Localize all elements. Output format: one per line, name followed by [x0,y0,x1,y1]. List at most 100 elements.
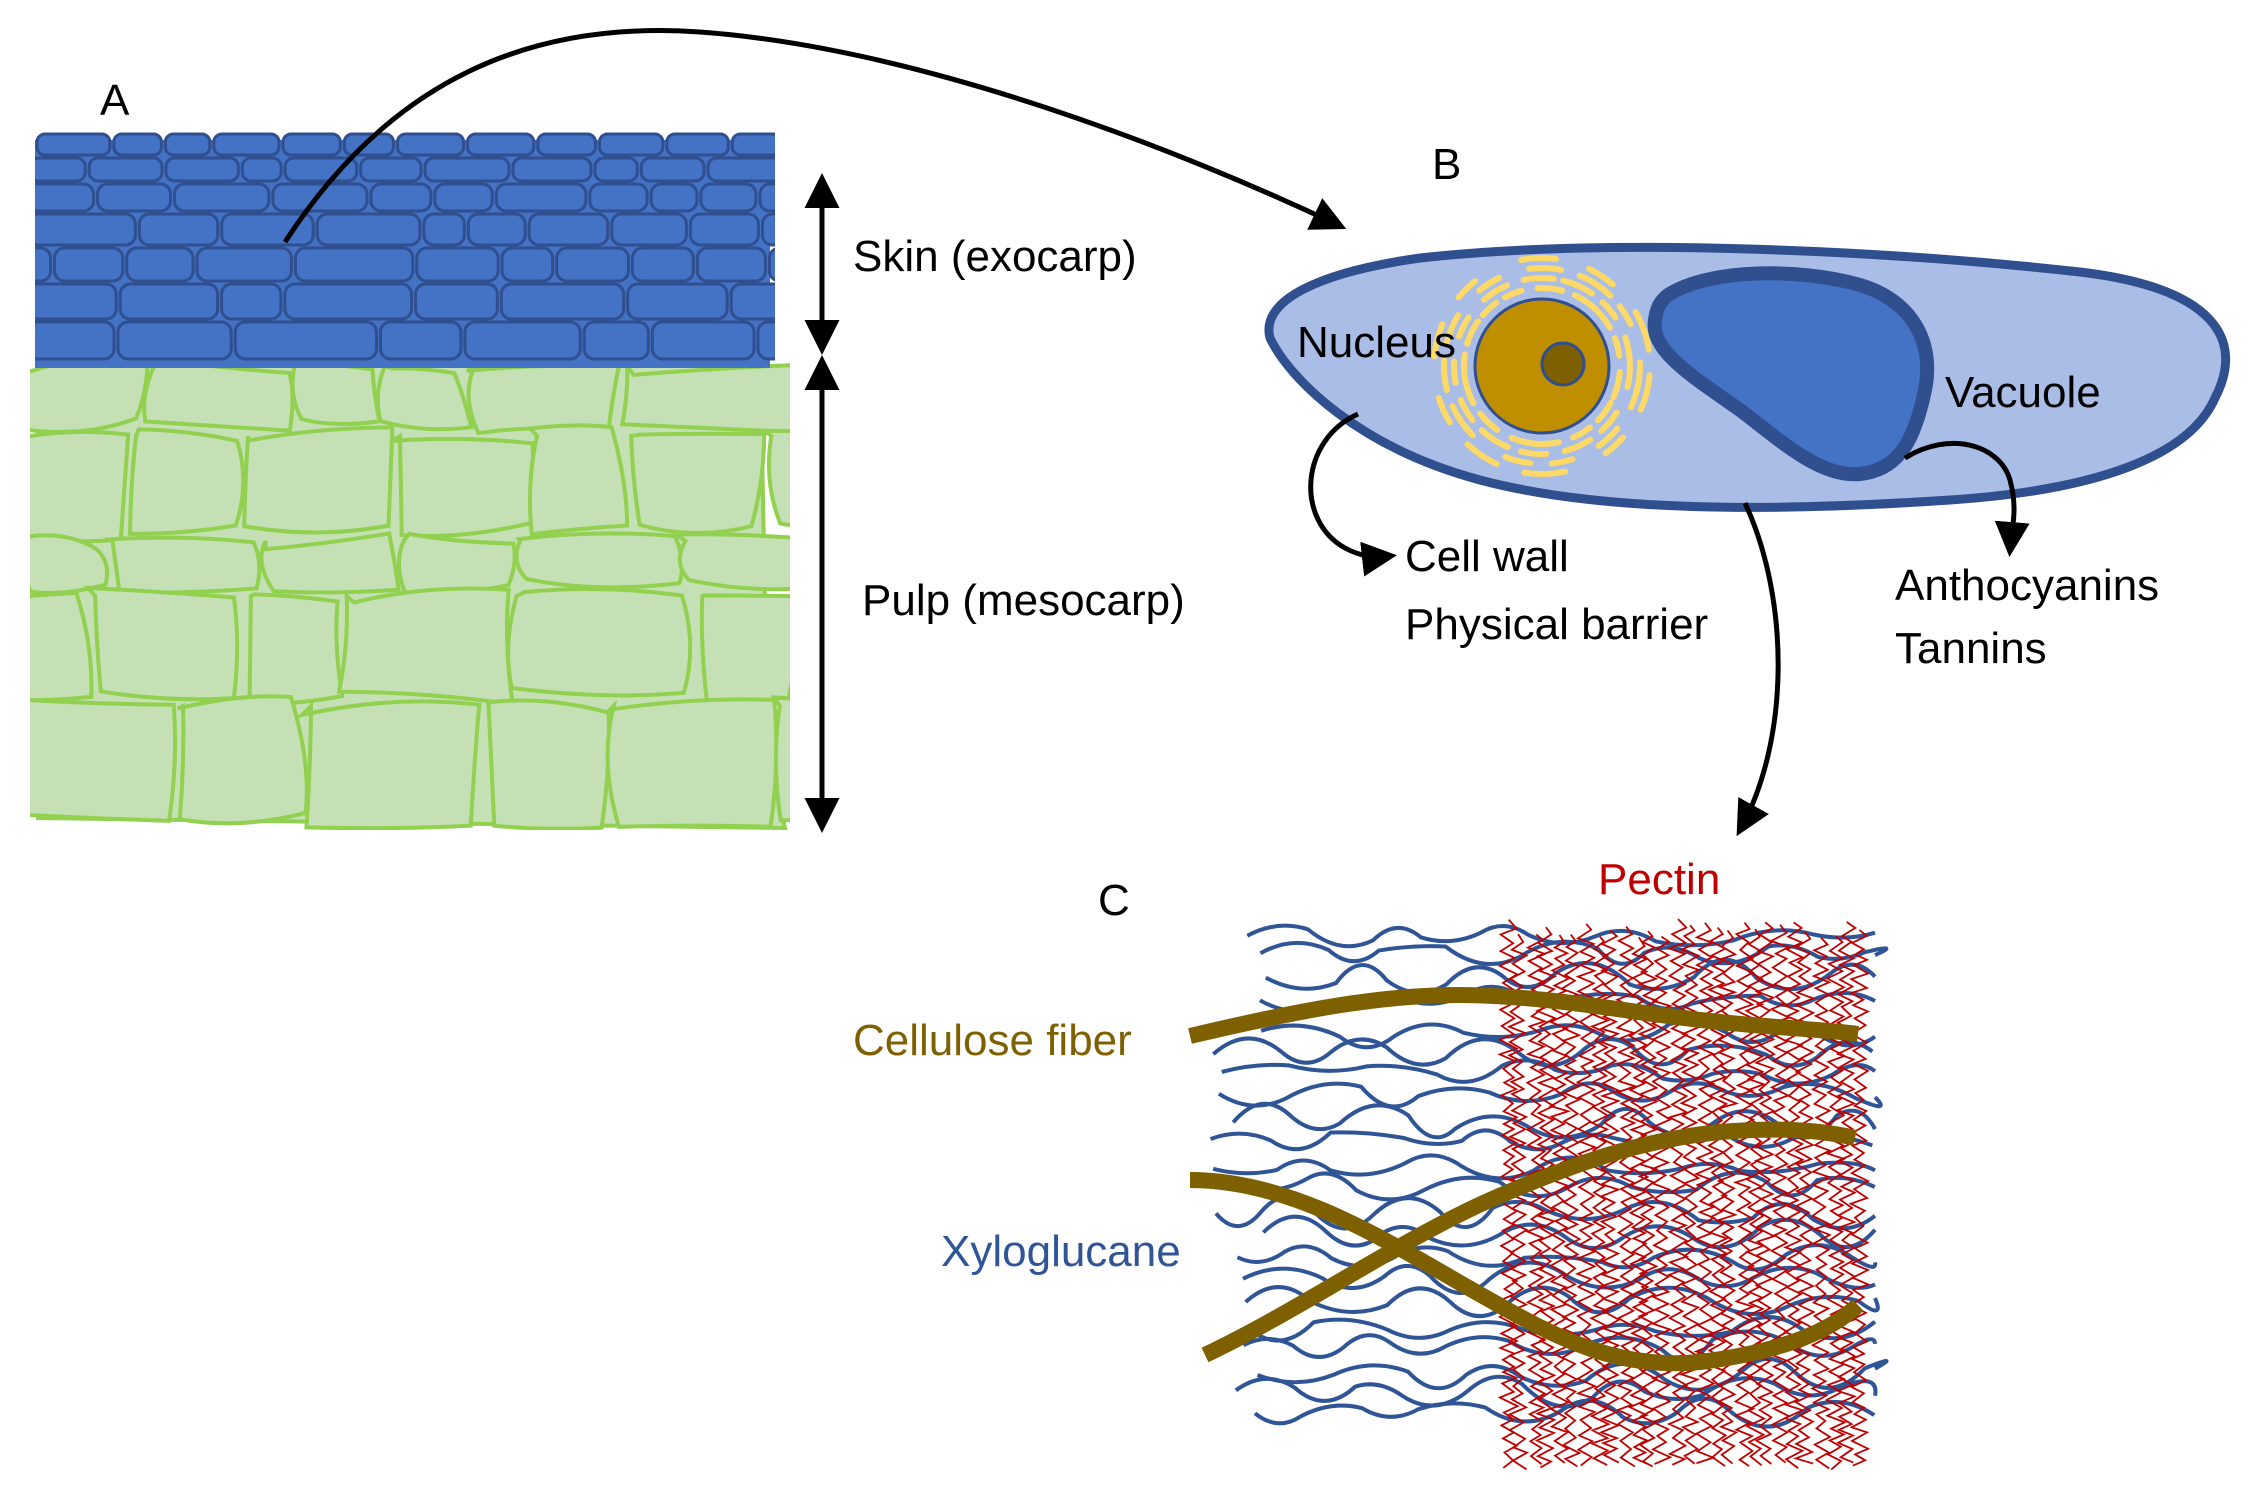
er-segment [1479,299,1500,319]
skin-cell [499,282,626,321]
er-segment [1622,334,1634,370]
skin-cell [688,212,760,247]
er-segment [1520,275,1558,283]
vacuole-label: Vacuole [1945,368,2101,417]
pulp-cell [30,533,110,595]
er-segment [1431,321,1446,360]
skin-cell [665,132,730,157]
tissue-section [30,132,790,830]
er-segment [1441,357,1450,394]
pectin-strand [1782,921,1806,1469]
cellulose-fiber-2 [1189,1172,1864,1372]
pulp-cell [103,535,262,595]
er-segment [1529,439,1562,447]
er-segment [1624,364,1633,390]
skin-cell [35,246,53,283]
panel-label-b: B [1432,140,1462,189]
panel-label-c: C [1098,876,1130,925]
er-segment [1586,265,1616,288]
er-segment [1521,468,1569,477]
skin-cell [730,132,775,157]
skin-cell [555,246,630,283]
pectin-strand [1678,924,1702,1465]
skin-cell [699,182,758,213]
skin-cell [760,212,775,247]
skin-cell [582,320,650,361]
pectin-strand [1559,934,1582,1468]
skin-cell [423,156,511,183]
skin-cell [649,182,699,213]
pulp-cell [30,429,131,544]
endoplasmic-reticulum [1431,255,1653,477]
er-segment [1502,453,1534,467]
er-segment [1449,403,1476,439]
skin-cell [283,282,414,321]
skin-cell [293,246,415,283]
skin-cell [395,132,466,157]
er-segment [1610,368,1623,401]
er-segment [1594,307,1613,331]
skin-cell [35,212,137,247]
pulp-cell [506,586,693,698]
pulp-cell [290,359,382,427]
er-segment [1456,314,1472,340]
pulp-cell [485,698,611,830]
skin-tissue [35,132,775,368]
er-segment [1599,299,1619,321]
pulp-cell [391,432,536,539]
er-segment [1461,351,1469,382]
er-segment [1548,456,1576,467]
pectin-strand [1548,934,1572,1464]
skin-cell [639,156,706,183]
pectin-strand [1627,936,1650,1465]
vacuole-arrow [1903,440,2030,557]
skin-cell [610,212,688,247]
pulp-cell [619,359,790,435]
pectin-strand [1534,926,1557,1469]
pulp-cell [83,585,240,702]
pulp-cell [128,427,246,536]
skin-cell [112,132,163,157]
skin-cell [536,132,597,157]
er-segment [1595,399,1614,424]
pectin-strand [1588,936,1611,1466]
skin-cell [35,282,118,321]
er-segment [1602,434,1626,457]
er-segment [1611,335,1623,359]
pectin-strand [1848,929,1871,1467]
pectin-strand [1753,921,1777,1465]
cell-wall-label: Cell wall [1405,532,1569,581]
er-segment [1561,436,1594,455]
skin-cell [527,212,610,247]
skin-cell [706,156,775,183]
er-segment [1595,425,1621,449]
pulp-cell [699,593,790,708]
skin-cell [756,320,775,361]
skin-cell [369,182,433,213]
pectin-strand [1525,933,1548,1465]
pectin-strand [1743,928,1767,1467]
skin-cell [281,132,342,157]
cell-diagram [1264,242,2231,512]
skin-cell [35,156,87,183]
pectin-label: Pectin [1598,855,1721,904]
skin-cell [626,282,729,321]
vacuole [1647,266,1935,482]
er-segment [1481,282,1511,303]
skin-cell [630,246,695,283]
physical-barrier-label: Physical barrier [1405,600,1709,649]
skin-cell [463,320,582,361]
pulp-cell [603,697,779,829]
skin-cell [173,182,271,213]
cell-wall-structure [1188,918,1889,1471]
skin-cell [597,132,665,157]
skin-cell [593,156,639,183]
er-segment [1477,410,1501,433]
pulp-cell [259,531,401,595]
skin-cell [466,212,527,247]
pulp-cell [296,699,482,830]
skin-cell [466,132,536,157]
skin-cell [283,156,359,183]
cellulose-fiber-label: Cellulose fiber [853,1016,1132,1065]
